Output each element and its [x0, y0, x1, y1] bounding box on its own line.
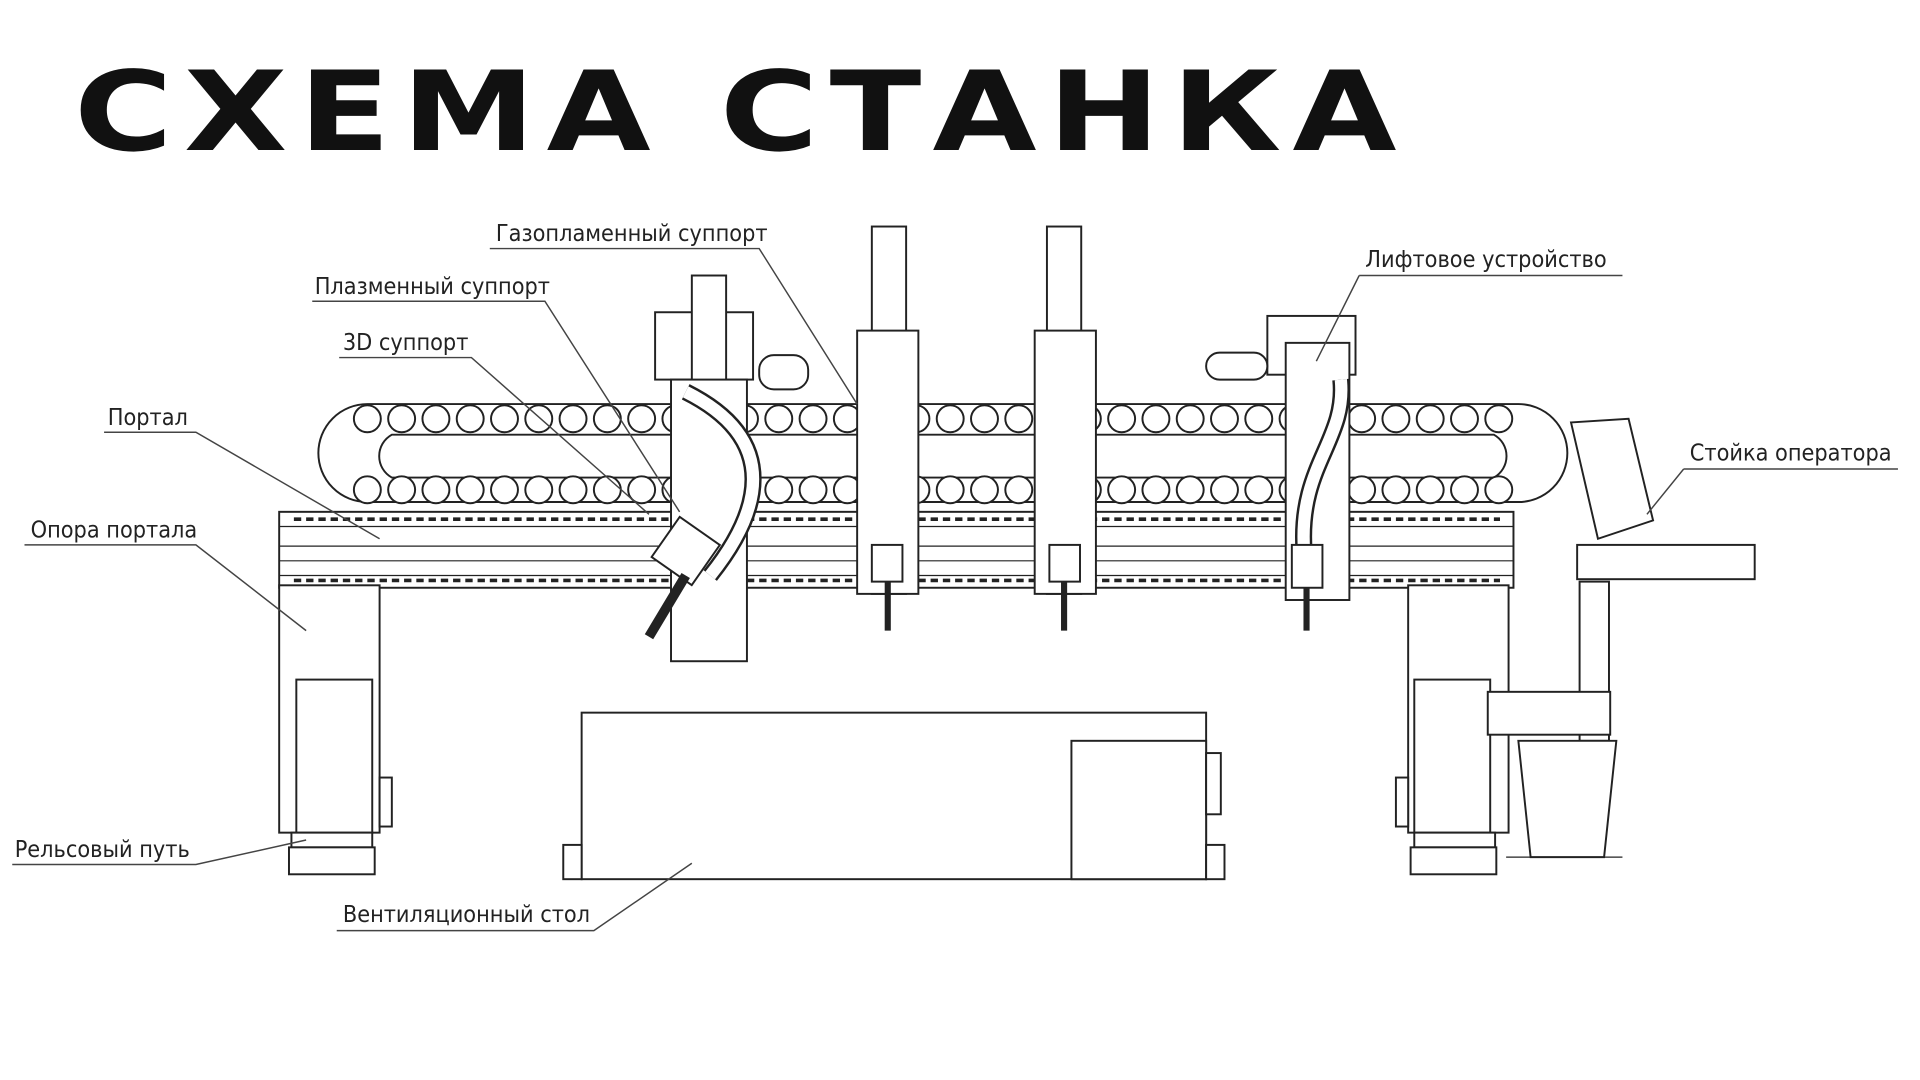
gas-flame-support — [856, 225, 1097, 631]
chain-link — [1004, 475, 1034, 505]
chain-link — [592, 404, 622, 434]
plasma-support — [644, 274, 810, 663]
label-portal-support: Опора портала — [31, 517, 198, 544]
leader-lines — [12, 247, 1898, 932]
chain-link — [524, 475, 554, 505]
chain-link — [798, 404, 828, 434]
lift-device — [1205, 314, 1357, 631]
chain-link — [970, 475, 999, 505]
label-rail-track: Рельсовый путь — [15, 836, 190, 863]
chain-link — [455, 475, 485, 505]
chain-link — [387, 475, 417, 505]
chain-link — [558, 404, 588, 434]
chain-link — [1210, 475, 1239, 505]
chain-link — [935, 475, 965, 505]
chain-link — [1450, 404, 1479, 434]
label-operator-stand: Стойка оператора — [1690, 439, 1892, 466]
chain-link — [490, 404, 519, 434]
chain-link — [1244, 404, 1274, 434]
diagram-title: СХЕМА СТАНКА — [74, 48, 1408, 177]
chain-link — [1484, 404, 1514, 434]
chain-link — [421, 475, 451, 505]
chain-link — [1484, 475, 1514, 505]
label-ventilation-table: Вентиляционный стол — [343, 901, 590, 928]
chain-link — [558, 475, 588, 505]
chain-link — [421, 404, 451, 434]
label-gas-flame-support: Газопламенный суппорт — [496, 220, 768, 247]
chain-link — [1107, 475, 1137, 505]
chain-link — [1381, 475, 1411, 505]
chain-link — [627, 404, 657, 434]
chain-link — [764, 475, 794, 505]
chain-link — [627, 475, 657, 505]
chain-link — [1175, 404, 1205, 434]
chain-link — [764, 404, 794, 434]
chain-link — [1107, 404, 1137, 434]
portal-leg-left — [278, 584, 393, 876]
chain-link — [1450, 475, 1479, 505]
label-lift-device: Лифтовое устройство — [1365, 246, 1606, 273]
chain-link — [1347, 475, 1377, 505]
chain-link — [524, 404, 554, 434]
cable-chain — [317, 403, 1569, 505]
operator-stand — [1486, 417, 1756, 859]
chain-link — [455, 404, 485, 434]
portal-leg-right — [1394, 584, 1510, 876]
label-3d-support: 3D суппорт — [343, 329, 469, 356]
label-portal: Портал — [108, 404, 188, 431]
chain-link — [1244, 475, 1274, 505]
chain-link — [1004, 404, 1034, 434]
chain-link — [935, 404, 965, 434]
chain-link — [1210, 404, 1239, 434]
chain-link — [970, 404, 999, 434]
chain-link — [1141, 475, 1171, 505]
chain-link — [1415, 404, 1445, 434]
label-plasma-support: Плазменный суппорт — [315, 273, 550, 300]
chain-link — [1141, 404, 1171, 434]
chain-link — [387, 404, 417, 434]
chain-link — [1347, 404, 1377, 434]
chain-link — [1175, 475, 1205, 505]
ventilation-table — [562, 711, 1226, 881]
chain-link — [352, 404, 382, 434]
chain-link — [1381, 404, 1411, 434]
chain-link — [798, 475, 828, 505]
chain-link — [1415, 475, 1445, 505]
chain-link — [592, 475, 622, 505]
chain-link — [352, 475, 382, 505]
chain-link — [490, 475, 519, 505]
